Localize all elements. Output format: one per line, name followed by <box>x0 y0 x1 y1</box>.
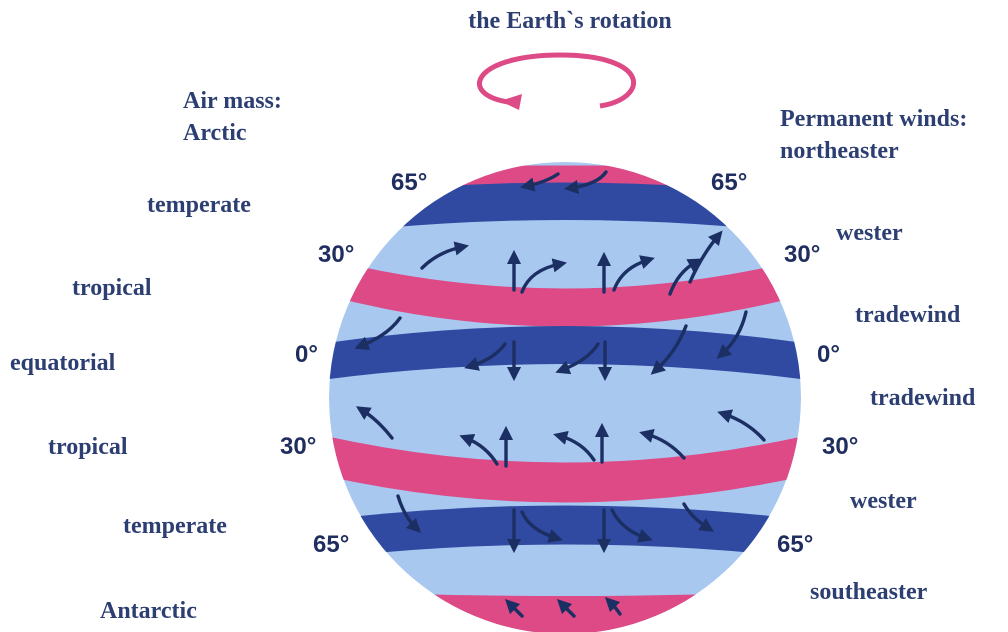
wind-arrow <box>682 502 715 532</box>
globe <box>329 162 801 632</box>
wind-arrow <box>717 409 766 442</box>
wind-arrow <box>520 258 568 294</box>
wind-arrows <box>354 170 766 618</box>
latitude-65-south-left: 65° <box>313 531 349 558</box>
latitude-30-south-right: 30° <box>822 433 858 460</box>
rotation-arrow-icon <box>476 52 637 110</box>
wind-arrow <box>668 258 703 296</box>
latitude-0-left: 0° <box>295 341 318 368</box>
wind-arrow <box>555 342 600 375</box>
air-mass-antarctic: Antarctic <box>100 598 197 624</box>
diagram-title: the Earth`s rotation <box>468 8 672 34</box>
band-30-south <box>329 430 801 503</box>
latitude-65-north-right: 65° <box>711 169 747 196</box>
air-mass-tropical-south: tropical <box>48 434 128 460</box>
wind-arrow <box>563 170 608 195</box>
wind-wester-south: wester <box>850 488 917 514</box>
latitude-0-right: 0° <box>817 341 840 368</box>
wind-arrow <box>355 406 394 440</box>
latitude-65-north-left: 65° <box>391 169 427 196</box>
wind-arrow <box>464 342 507 371</box>
wind-arrow <box>556 598 576 618</box>
band-30-north <box>329 252 801 327</box>
wind-arrow <box>688 230 723 284</box>
wind-arrow <box>610 508 653 543</box>
wind-arrow <box>459 434 499 466</box>
air-mass-arctic: Arctic <box>183 120 247 146</box>
latitude-30-north-right: 30° <box>784 241 820 268</box>
wind-tradewind-south: tradewind <box>870 385 976 411</box>
winds-header: Permanent winds: <box>780 106 967 132</box>
wind-arrow <box>639 428 686 460</box>
wind-arrow <box>612 255 655 292</box>
wind-arrow <box>650 324 688 375</box>
wind-arrow <box>520 510 563 543</box>
wind-arrow <box>604 596 622 616</box>
latitude-30-south-left: 30° <box>280 433 316 460</box>
air-mass-equatorial: equatorial <box>10 350 116 376</box>
band-antarctic-polar <box>329 590 801 632</box>
latitude-30-north-left: 30° <box>318 241 354 268</box>
wind-arrow <box>520 172 560 192</box>
latitude-65-south-right: 65° <box>777 531 813 558</box>
air-mass-temperate-north: temperate <box>147 192 251 218</box>
wind-arrow <box>396 494 422 534</box>
air-mass-header: Air mass: <box>183 88 282 114</box>
air-mass-temperate-south: temperate <box>123 513 227 539</box>
wind-wester-north: wester <box>836 220 903 246</box>
wind-tradewind-north: tradewind <box>855 302 961 328</box>
wind-southeaster: southeaster <box>810 579 928 605</box>
air-mass-tropical-north: tropical <box>72 275 152 301</box>
wind-arrow <box>553 430 596 462</box>
wind-arrow <box>420 241 469 270</box>
band-equator <box>329 326 801 383</box>
wind-northeaster: northeaster <box>780 138 899 164</box>
wind-arrow <box>354 316 402 350</box>
wind-arrow <box>716 310 748 359</box>
wind-arrow <box>504 598 524 618</box>
